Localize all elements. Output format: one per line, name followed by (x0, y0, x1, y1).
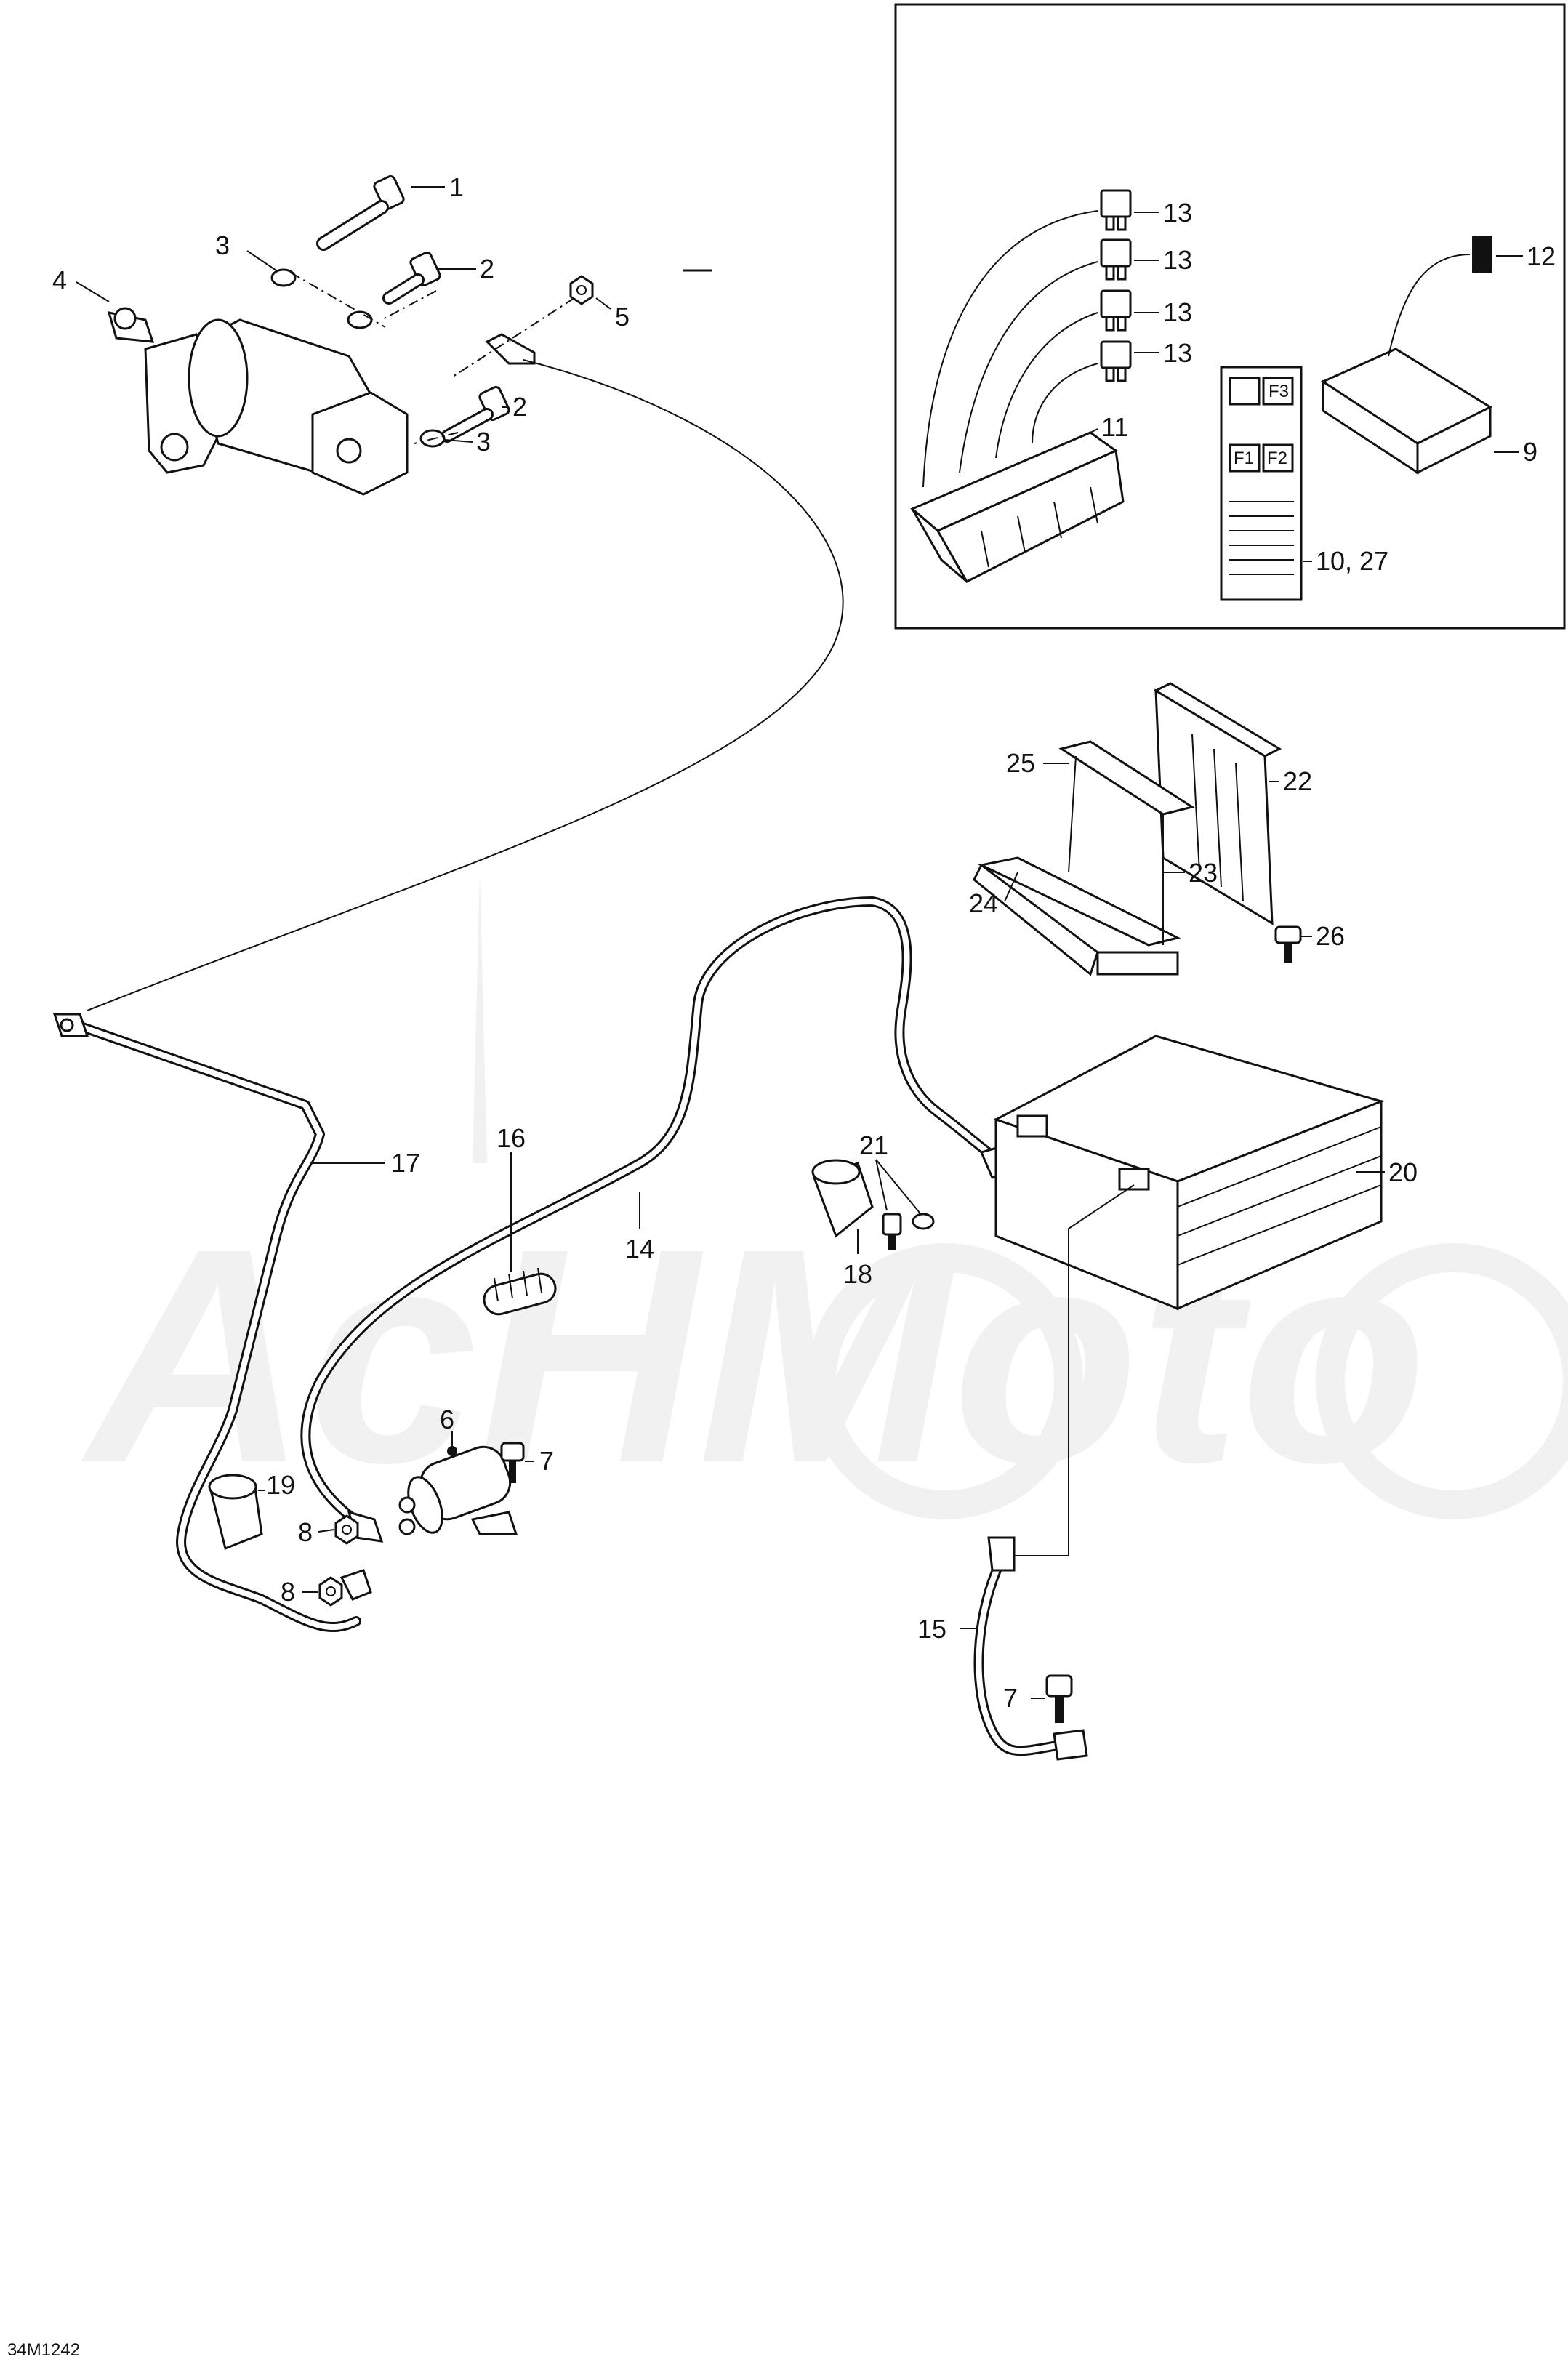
callout-7-solenoid: 7 (539, 1446, 554, 1476)
fuse-label-f2: F2 (1267, 449, 1287, 468)
callout-17: 17 (391, 1148, 420, 1178)
fuse-box (1320, 348, 1493, 475)
callout-7-ground: 7 (1003, 1683, 1018, 1713)
battery (993, 1035, 1385, 1311)
bolt-upper (382, 252, 441, 305)
fuse-label-f1: F1 (1234, 449, 1254, 468)
callout-25: 25 (1006, 748, 1035, 778)
starter-solenoid (398, 1445, 518, 1535)
protective-sleeve (483, 1267, 557, 1316)
battery-terminal-bolt (882, 1213, 935, 1250)
ground-bolt (1045, 1674, 1073, 1723)
starter-cable (52, 1013, 372, 1632)
callout-10-27: 10, 27 (1316, 546, 1388, 576)
callout-8-lower: 8 (281, 1577, 295, 1607)
callout-21: 21 (859, 1130, 888, 1160)
callout-16: 16 (496, 1123, 526, 1153)
callout-13-3: 13 (1163, 297, 1192, 327)
callout-2-lower: 2 (512, 392, 527, 422)
callout-12: 12 (1527, 241, 1556, 271)
callout-20: 20 (1388, 1157, 1418, 1187)
callout-13-4: 13 (1163, 338, 1192, 368)
bolt-lower (441, 386, 510, 443)
solenoid-bolt (500, 1442, 525, 1483)
callout-18: 18 (843, 1259, 872, 1289)
washer-upper (270, 268, 297, 287)
callout-3-upper: 3 (215, 230, 230, 260)
solenoid-nut-lower (318, 1576, 343, 1607)
ground-cable (973, 1536, 1088, 1761)
callout-19: 19 (266, 1470, 295, 1500)
fuse-box-inset-frame (894, 3, 1566, 630)
fuse-3 (1100, 289, 1132, 332)
callout-13-1: 13 (1163, 198, 1192, 228)
callout-4: 4 (52, 265, 67, 295)
drawing-code: 34M1242 (7, 2340, 80, 2360)
terminal-boot-solenoid (208, 1474, 263, 1551)
callout-6: 6 (440, 1405, 454, 1434)
callout-13-2: 13 (1163, 245, 1192, 275)
callout-26: 26 (1316, 921, 1345, 951)
callout-14: 14 (625, 1234, 654, 1264)
starter-motor (107, 307, 409, 496)
battery-holder (973, 682, 1282, 976)
callouts: 1 2 2 3 3 4 5 6 7 7 8 8 9 10, 27 11 12 1 (52, 172, 1556, 1713)
callout-1: 1 (449, 172, 464, 202)
fuse-1 (1100, 189, 1132, 231)
terminal-boot-positive (811, 1159, 874, 1238)
long-bolt (316, 175, 405, 251)
solenoid-nut-upper (334, 1514, 359, 1545)
callout-3-lower: 3 (476, 427, 491, 457)
callout-15: 15 (917, 1614, 946, 1644)
holder-screw (1274, 925, 1302, 963)
fuse-4 (1100, 340, 1132, 382)
callout-8-upper: 8 (298, 1517, 313, 1547)
callout-24: 24 (969, 888, 998, 918)
callout-23: 23 (1189, 858, 1218, 888)
washer-mid (347, 310, 373, 329)
routing-line-ground (1010, 1184, 1135, 1556)
routing-line-starter (87, 359, 844, 1011)
nut (569, 275, 594, 305)
fuse-holder (910, 431, 1125, 583)
callout-5: 5 (615, 302, 630, 332)
fuse-label-card: F3 F1 F2 (1220, 366, 1303, 601)
callout-22: 22 (1283, 766, 1312, 796)
relay (1472, 236, 1492, 273)
callout-2-upper: 2 (480, 254, 494, 284)
fuse-2 (1100, 238, 1132, 281)
cable-eyelet-starter (485, 333, 536, 365)
callout-9: 9 (1523, 437, 1537, 467)
fuse-label-f3: F3 (1269, 382, 1289, 401)
callout-11: 11 (1101, 412, 1128, 442)
